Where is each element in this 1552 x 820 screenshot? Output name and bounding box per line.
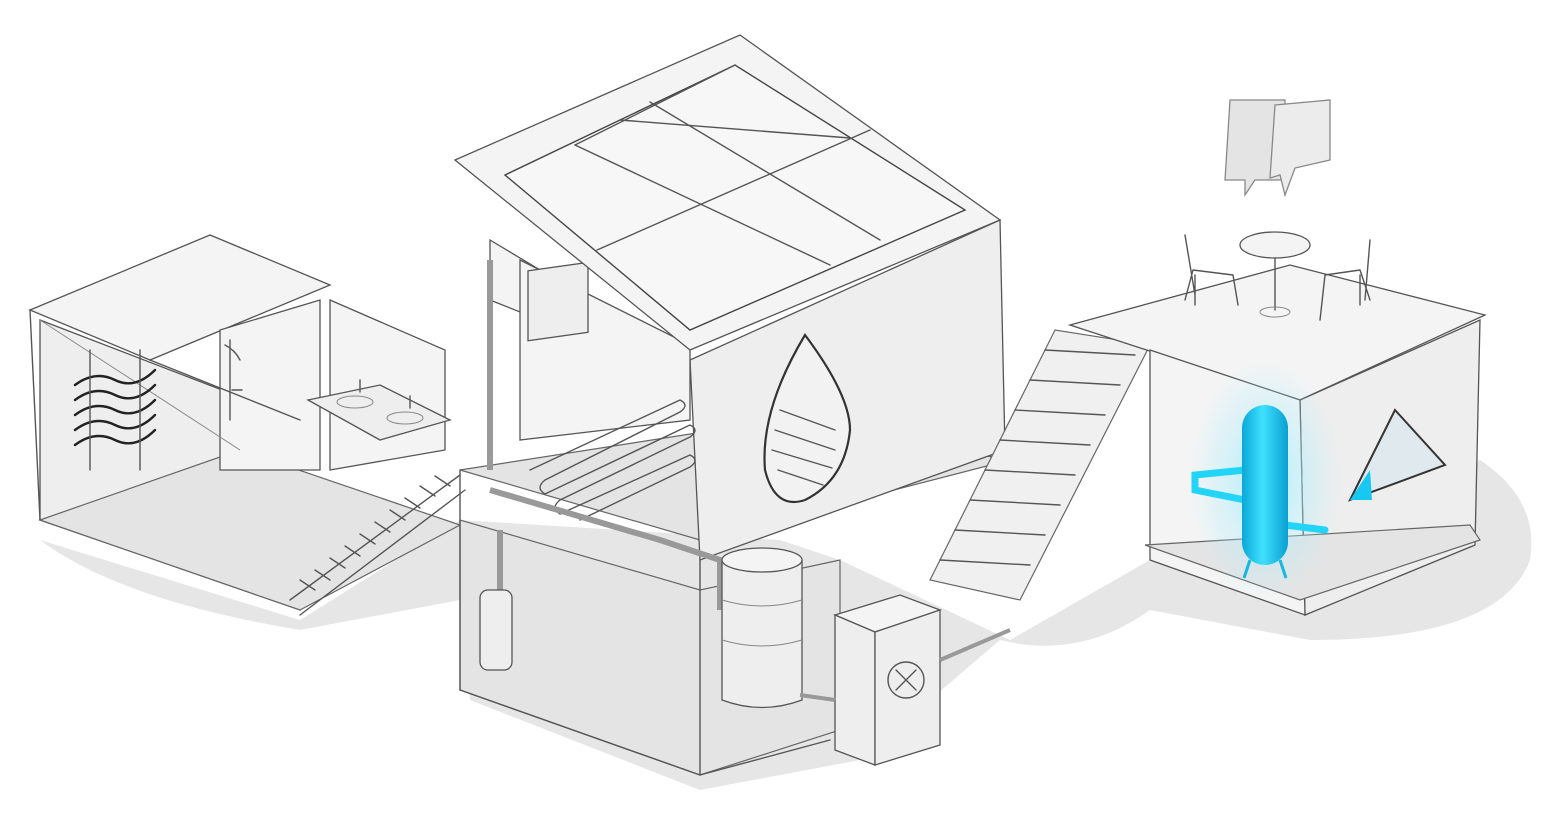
cafe-table-chairs-icon bbox=[1184, 231, 1371, 321]
main-house-icon bbox=[453, 34, 1011, 776]
water-drop-icon bbox=[763, 333, 852, 504]
bathroom-module-icon bbox=[28, 234, 466, 616]
radiator-icon bbox=[527, 261, 589, 342]
solar-panel-roof-icon bbox=[453, 34, 1002, 351]
underfloor-heating-icon bbox=[529, 399, 696, 521]
pipes bbox=[479, 260, 723, 671]
shower-icon bbox=[224, 339, 243, 421]
pressure-vessel-tank-icon bbox=[1190, 360, 1340, 600]
hot-water-cylinder-icon bbox=[721, 547, 803, 709]
staircase-left bbox=[289, 474, 466, 616]
double-sink-icon bbox=[306, 379, 452, 441]
heat-pump-unit-icon bbox=[799, 594, 1011, 766]
towel-radiator-icon bbox=[73, 349, 157, 471]
speech-bubbles-icon bbox=[1224, 99, 1331, 198]
